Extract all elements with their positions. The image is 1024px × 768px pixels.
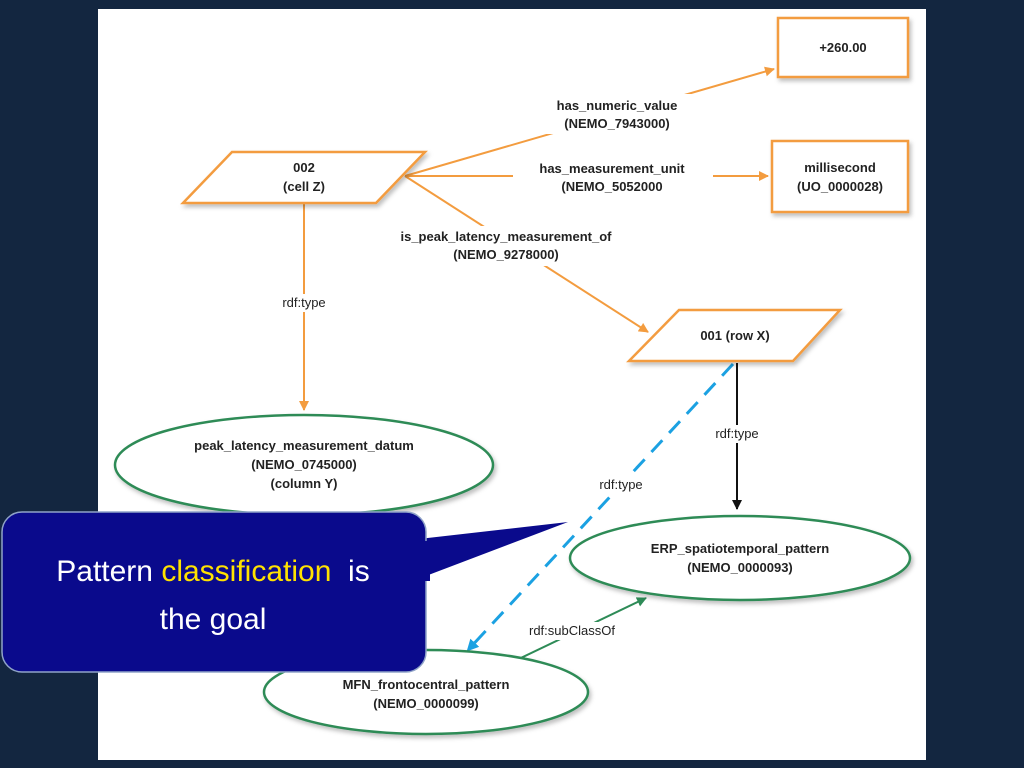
edge-label-rdf-type-row: rdf:type xyxy=(715,426,758,441)
edge-rdf-type-dashed: rdf:type xyxy=(466,362,735,652)
edge-id-has-numeric-value: (NEMO_7943000) xyxy=(564,116,670,131)
edge-label-is-peak-latency: is_peak_latency_measurement_of xyxy=(400,229,612,244)
node-numeric-value-text: +260.00 xyxy=(819,40,866,55)
node-peak-latency: peak_latency_measurement_datum (NEMO_074… xyxy=(113,413,495,517)
callout-line-2: the goal xyxy=(160,603,267,636)
edge-has-measurement-unit: has_measurement_unit (NEMO_5052000 xyxy=(405,157,769,197)
node-unit-title: millisecond xyxy=(804,160,876,175)
node-unit-id: (UO_0000028) xyxy=(797,179,883,194)
edge-label-has-numeric-value: has_numeric_value xyxy=(557,98,678,113)
callout: Pattern classification is the goal xyxy=(1,511,568,673)
node-peak-latency-id: (NEMO_0745000) xyxy=(251,457,357,472)
node-mfn-id: (NEMO_0000099) xyxy=(373,696,479,711)
node-mfn-title: MFN_frontocentral_pattern xyxy=(343,677,510,692)
node-erp-title: ERP_spatiotemporal_pattern xyxy=(651,541,829,556)
edge-label-rdf-type-cell: rdf:type xyxy=(282,295,325,310)
callout-highlight: classification xyxy=(161,555,331,588)
node-measurement-unit: millisecond (UO_0000028) xyxy=(770,139,910,214)
edge-is-peak-latency: is_peak_latency_measurement_of (NEMO_927… xyxy=(358,175,654,333)
edge-label-has-measurement-unit: has_measurement_unit xyxy=(539,161,685,176)
edge-has-numeric-value: has_numeric_value (NEMO_7943000) xyxy=(404,66,775,177)
node-peak-latency-column: (column Y) xyxy=(271,476,338,491)
callout-text-after: is xyxy=(331,555,369,588)
callout-line-1: Pattern classification is xyxy=(56,555,369,588)
node-erp-id: (NEMO_0000093) xyxy=(687,560,793,575)
callout-text-before: Pattern xyxy=(56,555,161,588)
edge-subclass-of: rdf:subClassOf xyxy=(499,597,647,669)
node-peak-latency-title: peak_latency_measurement_datum xyxy=(194,438,414,453)
edge-label-rdf-type-dashed: rdf:type xyxy=(599,477,642,492)
edge-rdf-type-cell: rdf:type xyxy=(270,203,338,411)
node-cell-z-subtitle: (cell Z) xyxy=(283,179,325,194)
edge-rdf-type-row: rdf:type xyxy=(703,363,771,510)
node-erp-pattern: ERP_spatiotemporal_pattern (NEMO_0000093… xyxy=(568,514,912,602)
node-numeric-value: +260.00 xyxy=(776,16,910,79)
edge-id-has-measurement-unit: (NEMO_5052000 xyxy=(561,179,662,194)
node-cell-z: 002 (cell Z) xyxy=(180,150,428,205)
edge-label-subclass-of: rdf:subClassOf xyxy=(529,623,615,638)
edge-id-is-peak-latency: (NEMO_9278000) xyxy=(453,247,559,262)
node-cell-z-title: 002 xyxy=(293,160,315,175)
node-row-x: 001 (row X) xyxy=(626,308,843,363)
node-row-x-text: 001 (row X) xyxy=(700,328,769,343)
